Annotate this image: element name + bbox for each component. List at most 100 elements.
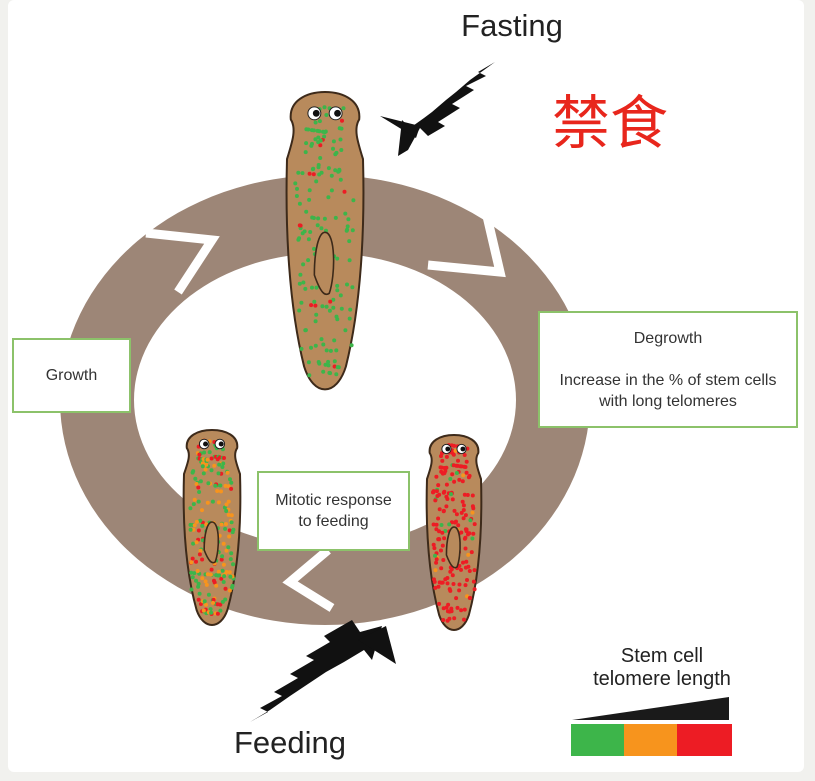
worm-fasting-stem-cell (316, 140, 321, 145)
worm-growth-stem-cell (205, 500, 210, 505)
worm-fasting-stem-cell (328, 299, 333, 304)
worm-degrowth-stem-cell (440, 543, 445, 548)
worm-degrowth-stem-cell (463, 527, 468, 532)
worm-growth-stem-cell (224, 548, 229, 553)
worm-fasting-stem-cell (333, 215, 338, 220)
worm-fasting-stem-cell (322, 130, 327, 135)
worm-growth-stem-cell (188, 506, 193, 511)
worm-growth-stem-cell (195, 569, 200, 573)
worm-growth-stem-cell (223, 597, 228, 602)
worm-growth-stem-cell (205, 572, 210, 577)
worm-degrowth-stem-cell (461, 473, 466, 478)
worm-fasting-stem-cell (306, 360, 311, 365)
worm-growth-stem-cell (192, 497, 197, 502)
degrowth-line2: with long telomeres (599, 392, 737, 410)
worm-fasting-stem-cell (349, 343, 354, 348)
worm-fasting-stem-cell (322, 216, 327, 221)
worm-growth-stem-cell (194, 540, 199, 545)
worm-fasting-stem-cell (319, 337, 324, 342)
worm-degrowth-stem-cell (463, 583, 468, 588)
worm-growth-stem-cell (189, 560, 194, 565)
legend-swatch-2 (677, 724, 732, 756)
worm-growth-stem-cell (211, 600, 215, 605)
worm-fasting-stem-cell (348, 307, 353, 312)
worm-degrowth-stem-cell (450, 472, 455, 477)
legend-title: Stem cell telomere length (582, 645, 742, 691)
worm-fasting-stem-cell (306, 237, 311, 242)
worm-fasting-stem-cell (347, 258, 352, 263)
worm-degrowth-stem-cell (443, 577, 448, 582)
worm-fasting-stem-cell (306, 258, 311, 263)
worm-fasting-stem-cell (347, 316, 352, 321)
worm-growth-stem-cell (222, 574, 227, 579)
fasting-arrow-icon (380, 62, 495, 156)
worm-degrowth-stem-cell (434, 522, 439, 527)
worm-growth-stem-cell (224, 509, 229, 513)
growth-text: Growth (45, 367, 98, 384)
worm-growth-stem-cell (203, 579, 208, 584)
worm-degrowth-stem-cell (465, 493, 470, 497)
worm-growth-stem-cell (189, 587, 194, 592)
worm-growth-stem-cell (190, 556, 195, 561)
worm-growth-stem-cell (205, 457, 210, 462)
worm-degrowth-stem-cell (470, 504, 475, 509)
worm-growth-stem-cell (208, 607, 213, 612)
worm-fasting-stem-cell (298, 272, 303, 277)
worm-growth-stem-cell (227, 534, 232, 539)
worm-growth-stem-cell (223, 483, 228, 488)
worm-growth-stem-cell (207, 450, 212, 455)
worm-degrowth-stem-cell (434, 474, 439, 479)
worm-degrowth-pupil (445, 446, 451, 452)
worm-growth-stem-cell (209, 610, 214, 615)
worm-degrowth-stem-cell (462, 453, 467, 457)
worm-fasting-stem-cell (328, 348, 333, 353)
worm-degrowth-stem-cell (459, 530, 464, 535)
worm-fasting-pupil (312, 109, 320, 117)
worm-degrowth-stem-cell (461, 560, 465, 565)
worm-growth-stem-cell (216, 471, 221, 476)
worm-degrowth-stem-cell (461, 503, 466, 508)
worm-growth-stem-cell (189, 570, 194, 575)
worm-fasting-stem-cell (322, 134, 327, 139)
worm-growth-stem-cell (220, 554, 225, 559)
worm-degrowth-stem-cell (434, 489, 439, 494)
worm-growth-stem-cell (226, 484, 231, 489)
worm-degrowth-stem-cell (471, 531, 476, 536)
worm-growth-stem-cell (228, 574, 233, 579)
worm-degrowth-stem-cell (463, 535, 468, 540)
worm-fasting-stem-cell (297, 201, 302, 206)
worm-growth-stem-cell (200, 461, 205, 466)
worm-degrowth-stem-cell (472, 568, 477, 573)
worm-growth-stem-cell (221, 580, 226, 584)
worm-growth-stem-cell (215, 457, 220, 462)
worm-growth-stem-cell (219, 522, 224, 527)
worm-growth-stem-cell (222, 456, 226, 460)
worm-growth (182, 428, 242, 626)
worm-growth-pharynx (203, 521, 220, 564)
worm-fasting-stem-cell (313, 137, 318, 142)
worm-degrowth-stem-cell (454, 471, 459, 475)
worm-growth-stem-cell (229, 520, 234, 525)
worm-fasting-stem-cell (318, 143, 323, 148)
worm-degrowth-stem-cell (437, 507, 442, 512)
worm-fasting-stem-cell (309, 345, 313, 350)
worm-fasting-stem-cell (312, 246, 316, 251)
worm-degrowth-stem-cell (444, 482, 449, 487)
worm-fasting-stem-cell (306, 127, 311, 132)
worm-growth-stem-cell (227, 588, 232, 593)
worm-growth-stem-cell (197, 490, 202, 494)
worm-fasting-stem-cell (346, 217, 351, 222)
worm-fasting-stem-cell (300, 171, 305, 176)
worm-fasting-pupil (334, 109, 341, 117)
worm-degrowth-stem-cell (445, 581, 450, 586)
worm-growth-stem-cell (209, 468, 214, 473)
worm-fasting-stem-cell (309, 303, 314, 308)
worm-fasting-stem-cell (299, 346, 304, 351)
worm-fasting-stem-cell (319, 226, 324, 231)
worm-degrowth-stem-cell (443, 469, 448, 473)
worm-degrowth-stem-cell (457, 582, 462, 587)
worm-growth-stem-cell (198, 602, 203, 606)
worm-degrowth-stem-cell (461, 516, 466, 521)
worm-degrowth-stem-cell (439, 523, 444, 527)
fasting-label: Fasting (461, 8, 563, 43)
